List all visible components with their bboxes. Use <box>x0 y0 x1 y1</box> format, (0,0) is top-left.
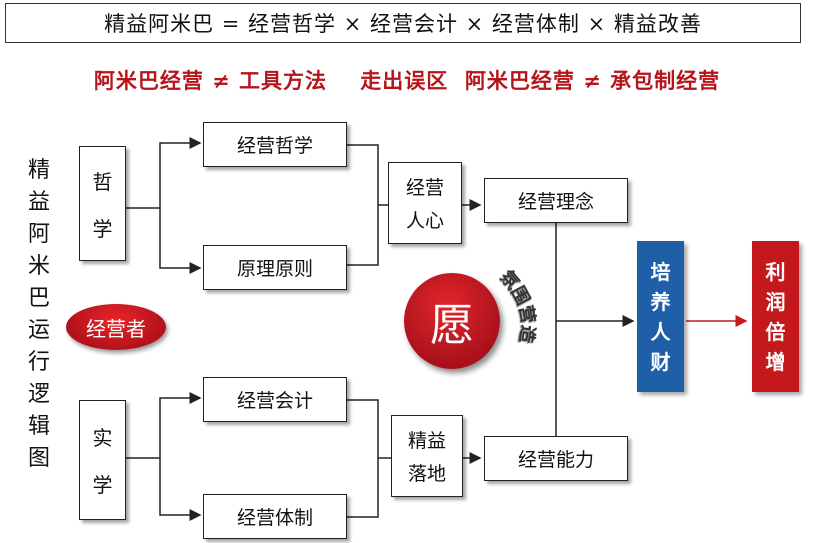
mind-bottom-label: 人心 <box>405 210 444 232</box>
accounting-box: 经营会计 <box>203 377 347 422</box>
philosophy-char-2: 学 <box>92 216 113 241</box>
lean-bottom-label: 落地 <box>407 463 446 485</box>
side-vertical-label: 精益阿米巴运行逻辑图 <box>27 158 50 471</box>
profit-label: 利润倍增 <box>765 259 786 374</box>
wish-circle: 愿 <box>404 273 500 369</box>
talent-label: 培养人财 <box>650 259 671 374</box>
misconception-subtitle: 阿米巴经营 ≠ 工具方法 走出误区 阿米巴经营 ≠ 承包制经营 <box>93 68 721 93</box>
atmosphere-arc-label: 氛围营造 <box>495 266 539 345</box>
ability-box: 经营能力 <box>484 436 628 481</box>
practice-box: 实 学 <box>79 400 126 520</box>
profit-box: 利润倍增 <box>752 241 799 392</box>
business-philosophy-box: 经营哲学 <box>203 122 347 167</box>
principles-box: 原理原则 <box>203 245 347 290</box>
lean-landing-box: 精益 落地 <box>391 415 463 497</box>
mind-top-label: 经营 <box>405 177 444 199</box>
mind-box: 经营 人心 <box>388 162 462 244</box>
practice-char-1: 实 <box>92 426 113 450</box>
operator-ellipse: 经营者 <box>66 304 166 350</box>
formula-title: 精益阿米巴 = 经营哲学 × 经营会计 × 经营体制 × 精益改善 <box>5 3 801 43</box>
philosophy-box: 哲 学 <box>79 146 126 261</box>
svg-text:氛围营造: 氛围营造 <box>495 266 539 345</box>
practice-char-2: 学 <box>92 473 113 497</box>
philosophy-char-1: 哲 <box>92 169 113 194</box>
system-box: 经营体制 <box>203 494 347 539</box>
atmosphere-text: 氛围营造 <box>495 266 539 345</box>
lean-top-label: 精益 <box>407 430 446 452</box>
talent-box: 培养人财 <box>637 241 684 392</box>
concept-box: 经营理念 <box>484 178 628 223</box>
